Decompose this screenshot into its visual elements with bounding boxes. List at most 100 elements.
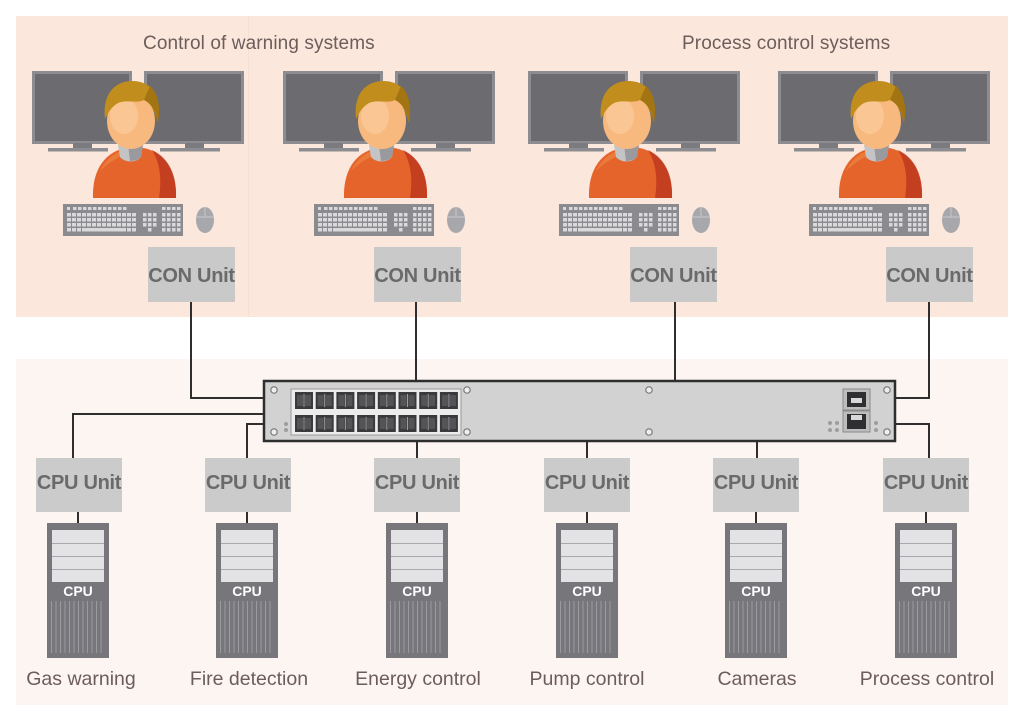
- keyboard-icon: [559, 204, 679, 236]
- drive-bay-divider: [900, 569, 952, 570]
- operator-person-icon: [588, 81, 673, 198]
- screw-icon: [883, 386, 891, 394]
- screw-icon: [883, 428, 891, 436]
- con-unit-1: CON Unit: [148, 247, 235, 302]
- status-led-icon: [828, 428, 832, 432]
- drive-bays: [391, 530, 443, 582]
- con-unit-label: CON Unit: [374, 264, 461, 287]
- cpu-unit-label: CPU Unit: [713, 471, 799, 494]
- sfp-port: [336, 415, 355, 432]
- rj45-ports: [842, 388, 871, 433]
- operator-workstation-4: [778, 71, 990, 237]
- drive-bay-divider: [391, 543, 443, 544]
- operator-workstation-3: [528, 71, 740, 237]
- computer-tower-icon: CPU: [556, 523, 618, 658]
- status-led-icon: [284, 422, 288, 426]
- drive-bay-divider: [900, 556, 952, 557]
- tower-label: CPU: [63, 583, 93, 599]
- section-title-warning: Control of warning systems: [143, 33, 375, 54]
- drive-bay-divider: [561, 543, 613, 544]
- drive-bay-divider: [52, 556, 104, 557]
- monitor-right-icon: [395, 71, 495, 152]
- drive-bay-divider: [391, 569, 443, 570]
- monitor-right-icon: [144, 71, 244, 152]
- system-label-pump-control: Pump control: [529, 668, 645, 690]
- cpu-unit-pump-control: CPU Unit: [544, 458, 630, 512]
- monitor-right-icon: [890, 71, 990, 152]
- mouse-icon: [692, 207, 710, 233]
- tower-label: CPU: [232, 583, 262, 599]
- operator-person-icon: [92, 81, 177, 198]
- sfp-port: [295, 415, 313, 432]
- cpu-unit-cameras: CPU Unit: [713, 458, 799, 512]
- sfp-port: [439, 415, 458, 432]
- computer-tower-icon: CPU: [895, 523, 957, 658]
- cable-con-unit-4: [895, 302, 930, 399]
- cpu-unit-gas-warning: CPU Unit: [36, 458, 122, 512]
- status-led-icon: [828, 421, 832, 425]
- system-label-cameras: Cameras: [717, 668, 797, 690]
- cpu-unit-label: CPU Unit: [36, 471, 122, 494]
- drive-bay-divider: [52, 569, 104, 570]
- status-led-icon: [874, 421, 878, 425]
- computer-tower-icon: CPU: [216, 523, 278, 658]
- sfp-port: [357, 415, 376, 432]
- system-label-energy-control: Energy control: [355, 668, 481, 690]
- operator-workstation-2: [283, 71, 495, 237]
- system-label-process-control: Process control: [859, 668, 995, 690]
- status-led-icon: [835, 421, 839, 425]
- operator-person-icon: [343, 81, 428, 198]
- con-unit-label: CON Unit: [630, 264, 717, 287]
- sfp-port: [315, 415, 334, 432]
- cpu-unit-energy-control: CPU Unit: [374, 458, 460, 512]
- tower-vents: [560, 601, 614, 653]
- drive-bay-divider: [391, 556, 443, 557]
- con-unit-label: CON Unit: [148, 264, 235, 287]
- drive-bay-divider: [730, 569, 782, 570]
- mouse-icon: [196, 207, 214, 233]
- cpu-unit-label: CPU Unit: [374, 471, 460, 494]
- sfp-port: [377, 415, 396, 432]
- screw-icon: [270, 386, 278, 394]
- section-title-process: Process control systems: [682, 33, 891, 54]
- cable-gas-warning: [72, 413, 264, 458]
- keyboard-icon: [63, 204, 183, 236]
- drive-bay-divider: [900, 543, 952, 544]
- sfp-ports: [295, 392, 458, 432]
- system-label-gas-warning: Gas warning: [26, 668, 136, 690]
- con-unit-2: CON Unit: [374, 247, 461, 302]
- sfp-port: [398, 415, 417, 432]
- cpu-unit-fire-detection: CPU Unit: [205, 458, 291, 512]
- con-unit-4: CON Unit: [886, 247, 973, 302]
- rj45-port: [842, 410, 871, 433]
- computer-tower-icon: CPU: [47, 523, 109, 658]
- sfp-port: [419, 392, 438, 409]
- network-switch: [262, 379, 897, 443]
- rj45-port: [842, 388, 871, 411]
- mouse-icon: [942, 207, 960, 233]
- cpu-unit-label: CPU Unit: [544, 471, 630, 494]
- screw-icon: [645, 386, 653, 394]
- sfp-port: [377, 392, 396, 409]
- tower-vents: [220, 601, 274, 653]
- sfp-port: [439, 392, 458, 409]
- switch-screws: [270, 386, 891, 436]
- sfp-port: [398, 392, 417, 409]
- sfp-port: [357, 392, 376, 409]
- sfp-port: [336, 392, 355, 409]
- drive-bays: [561, 530, 613, 582]
- drive-bay-divider: [221, 556, 273, 557]
- drive-bay-divider: [730, 556, 782, 557]
- tower-label: CPU: [402, 583, 432, 599]
- switch-leds: [284, 421, 878, 432]
- drive-bays: [221, 530, 273, 582]
- cable-con-unit-1: [190, 302, 264, 399]
- tower-vents: [390, 601, 444, 653]
- monitor-right-icon: [640, 71, 740, 152]
- sfp-port: [419, 415, 438, 432]
- tower-vents: [51, 601, 105, 653]
- cable-process-control: [895, 423, 930, 458]
- keyboard-icon: [809, 204, 929, 236]
